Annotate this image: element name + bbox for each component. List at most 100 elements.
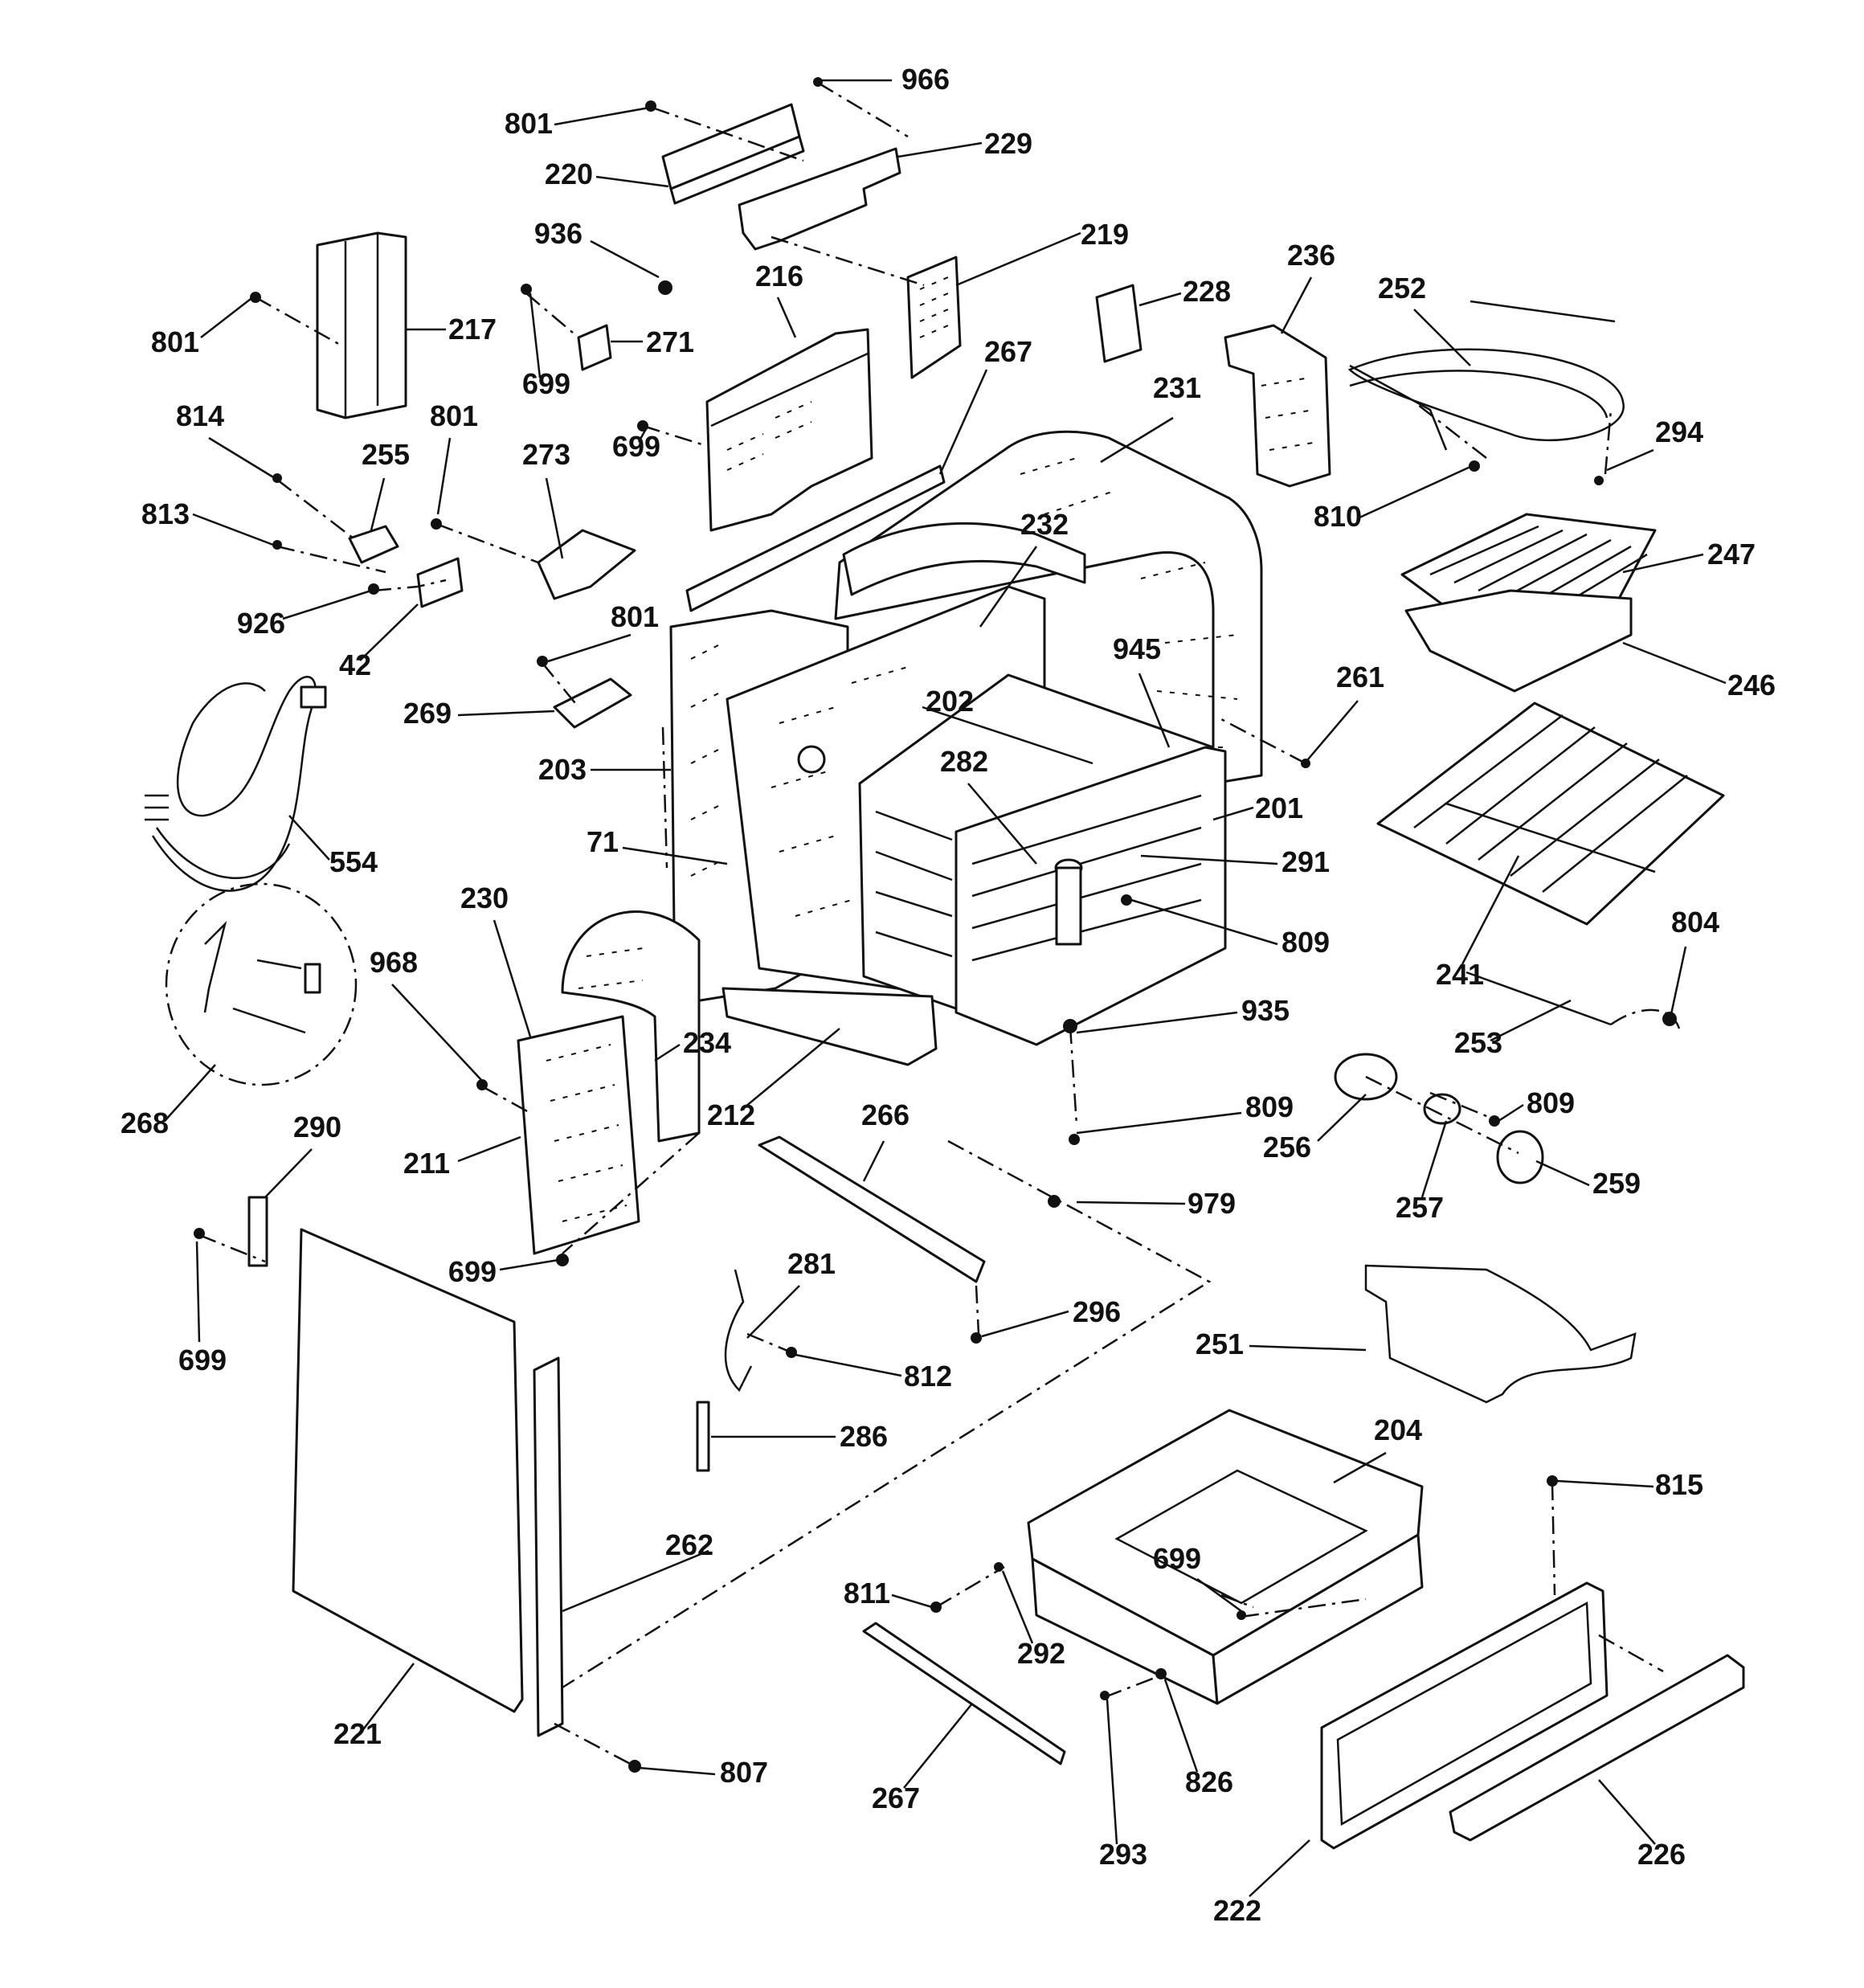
leader-line	[1535, 1160, 1590, 1187]
part-label-294: 294	[1655, 415, 1703, 448]
part-label-812: 812	[904, 1360, 952, 1393]
leader-line	[1307, 700, 1359, 760]
leader-line	[979, 546, 1038, 628]
leader-line	[554, 106, 650, 126]
part-label-807: 807	[720, 1756, 768, 1789]
duct-232	[842, 522, 1086, 596]
part-label-42: 42	[339, 648, 371, 681]
side-channel-217	[316, 231, 407, 419]
leader-line	[1606, 448, 1654, 472]
part-label-810: 810	[1314, 500, 1362, 533]
bracket-269	[553, 677, 632, 729]
part-label-222: 222	[1213, 1894, 1261, 1927]
leader-line	[1498, 1103, 1524, 1123]
trim-strip-267-lower	[862, 1622, 1066, 1765]
leader-line	[1670, 946, 1687, 1015]
leader-line	[562, 1549, 709, 1613]
rear-bracket-229	[738, 147, 901, 251]
part-label-202: 202	[926, 685, 974, 718]
part-label-801: 801	[611, 600, 659, 633]
leader-line	[1622, 641, 1727, 685]
part-label-292: 292	[1017, 1637, 1065, 1670]
leader-line	[1163, 1679, 1199, 1773]
part-label-211: 211	[403, 1147, 450, 1180]
part-label-234: 234	[683, 1026, 731, 1059]
part-label-266: 266	[861, 1098, 910, 1131]
leader-line	[288, 815, 330, 861]
leader-line	[638, 1766, 716, 1776]
part-label-255: 255	[362, 438, 410, 471]
bake-element-252	[1347, 300, 1625, 451]
leader-line	[1100, 416, 1174, 464]
leader-line	[195, 1241, 201, 1343]
leader-line	[654, 1043, 681, 1062]
plate-228	[1095, 284, 1143, 363]
part-label-236: 236	[1287, 239, 1335, 272]
part-label-554: 554	[329, 845, 378, 878]
kick-plate-226	[1449, 1654, 1745, 1842]
leader-line	[1556, 1479, 1654, 1488]
assembly-lines	[198, 81, 1664, 1768]
part-label-247: 247	[1707, 538, 1756, 571]
hinge-281-286	[696, 1269, 753, 1472]
leader-line	[359, 603, 419, 661]
part-label-232: 232	[1020, 508, 1069, 541]
leader-line	[545, 477, 564, 559]
leader-line	[903, 1703, 973, 1789]
part-label-804: 804	[1671, 906, 1719, 939]
part-label-945: 945	[1113, 632, 1161, 665]
part-label-699: 699	[1153, 1542, 1201, 1575]
part-label-296: 296	[1073, 1295, 1121, 1328]
leader-line	[264, 1148, 313, 1198]
leader-line	[208, 436, 276, 480]
part-label-281: 281	[787, 1247, 836, 1280]
part-label-262: 262	[665, 1528, 713, 1561]
bracket-273	[537, 529, 636, 600]
part-label-699: 699	[522, 367, 570, 400]
part-label-926: 926	[237, 607, 285, 640]
plate-42	[416, 557, 464, 608]
part-label-256: 256	[1263, 1131, 1311, 1164]
leader-line	[776, 297, 797, 338]
part-label-290: 290	[293, 1111, 341, 1143]
cabinet-body-231	[834, 430, 1263, 785]
broil-element-251	[1364, 1264, 1637, 1404]
leader-line	[922, 706, 1093, 765]
part-label-801: 801	[151, 325, 199, 358]
part-labels: 966 801 229 220 219 936 216 228 236 252 …	[121, 63, 1776, 1927]
light-parts-256-257-259	[1334, 1053, 1544, 1184]
part-label-252: 252	[1378, 272, 1426, 305]
part-label-936: 936	[534, 217, 582, 250]
part-label-293: 293	[1099, 1838, 1147, 1871]
leader-line	[1461, 855, 1520, 965]
part-label-220: 220	[545, 157, 593, 190]
leader-line	[200, 298, 251, 338]
part-label-251: 251	[1196, 1327, 1244, 1360]
part-label-813: 813	[141, 497, 190, 530]
broiler-pan-247-246	[1400, 513, 1657, 693]
part-label-219: 219	[1081, 218, 1129, 251]
insulation-230-211-234	[517, 910, 701, 1255]
leader-line	[370, 477, 386, 531]
leader-line	[1138, 673, 1171, 748]
leader-line	[981, 1310, 1069, 1338]
part-label-71: 71	[587, 825, 619, 858]
leader-line	[1622, 553, 1704, 574]
leader-line	[164, 1064, 216, 1122]
part-label-216: 216	[755, 260, 803, 292]
leader-line	[1076, 1011, 1238, 1034]
leader-line	[493, 919, 532, 1037]
part-label-801: 801	[505, 107, 553, 140]
bracket-290	[247, 1196, 268, 1267]
duct-housing-216	[705, 328, 873, 532]
vent-panel-219	[906, 256, 962, 379]
leader-line	[391, 984, 483, 1082]
rear-bracket-220	[661, 103, 805, 205]
part-label-826: 826	[1185, 1765, 1233, 1798]
base-tray-212	[721, 987, 938, 1066]
part-label-809: 809	[1282, 926, 1330, 959]
part-label-212: 212	[707, 1098, 755, 1131]
leader-line	[1249, 1344, 1367, 1352]
